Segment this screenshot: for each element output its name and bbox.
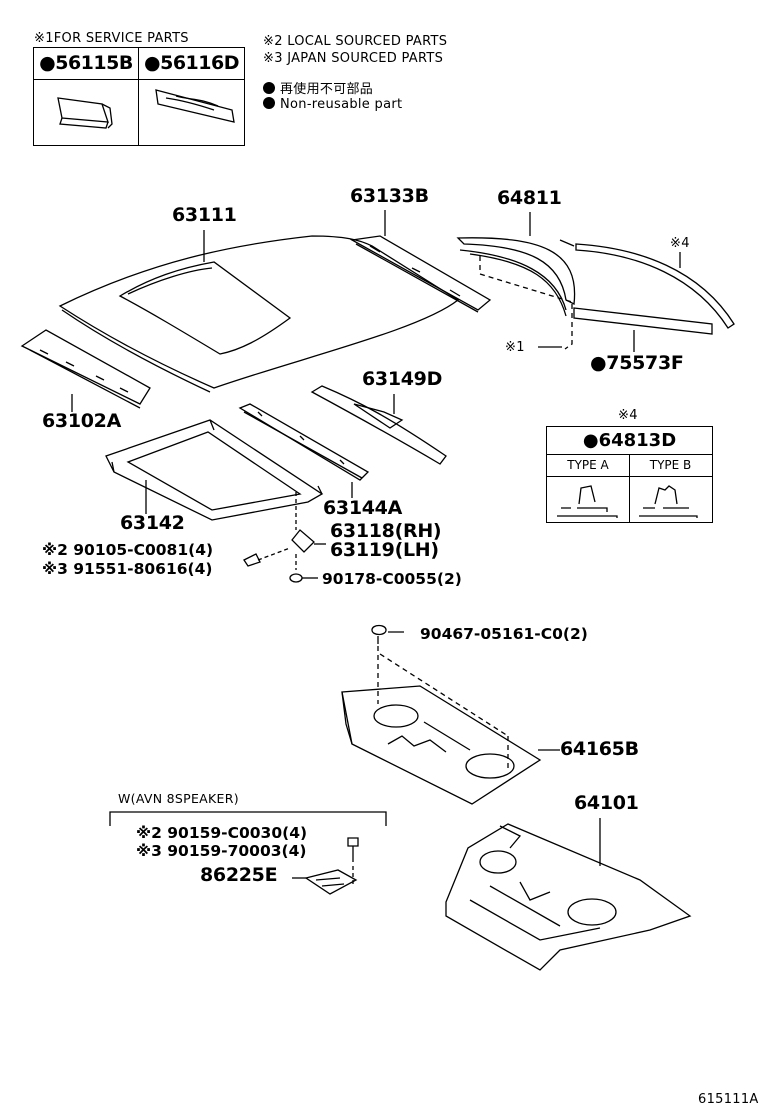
panel-64101-sketch (445, 818, 692, 971)
callout-90105[interactable]: ※2 90105-C0081(4) (42, 541, 214, 559)
service-part-number[interactable]: ●56115B (34, 48, 138, 80)
callout-86225e[interactable]: 86225E (200, 864, 278, 886)
roof-panel-63111-sketch (58, 230, 460, 393)
callout-note1: ※1 (505, 340, 525, 355)
type-a-label: TYPE A (547, 454, 630, 477)
callout-63119[interactable]: 63119(LH) (330, 539, 439, 561)
note-japan-sourced: ※3 JAPAN SOURCED PARTS (263, 51, 444, 66)
note-non-reusable-en: Non-reusable part (263, 97, 402, 112)
service-part-cell: ●56115B (34, 48, 139, 145)
non-reusable-jp-text: 再使用不可部品 (280, 82, 374, 97)
callout-64101[interactable]: 64101 (574, 792, 639, 814)
wavn-bracket-sketch (109, 811, 387, 826)
note-service-parts: ※1FOR SERVICE PARTS (34, 31, 189, 46)
type-table-divider (629, 476, 630, 522)
callout-63142[interactable]: 63142 (120, 512, 185, 534)
part-56115b-sketch (57, 97, 113, 129)
bullet-icon (263, 82, 275, 94)
type-table-part[interactable]: ●64813D (547, 427, 712, 455)
callout-90159-c0030[interactable]: ※2 90159-C0030(4) (136, 824, 308, 842)
rail-63133b-sketch (349, 210, 492, 313)
callout-63149d[interactable]: 63149D (362, 368, 443, 390)
diagram-id: 615111A (698, 1092, 759, 1107)
callout-91551[interactable]: ※3 91551-80616(4) (42, 560, 213, 578)
note-local-sourced: ※2 LOCAL SOURCED PARTS (263, 34, 448, 49)
callout-90159-70003[interactable]: ※3 90159-70003(4) (136, 842, 307, 860)
callout-note4: ※4 (670, 236, 690, 251)
bow-63144a-sketch (238, 403, 370, 498)
note-non-reusable-jp: 再使用不可部品 (263, 78, 373, 97)
bracket-63118-sketch (243, 492, 326, 583)
callout-64165b[interactable]: 64165B (560, 738, 639, 760)
callout-64811[interactable]: 64811 (497, 187, 562, 209)
part-56116d-sketch (155, 89, 235, 123)
callout-75573f[interactable]: ●75573F (590, 352, 684, 374)
wavn-label: W(AVN 8SPEAKER) (118, 791, 239, 806)
callout-63102a[interactable]: 63102A (42, 410, 122, 432)
header-63102a-sketch (20, 329, 151, 412)
sunroof-frame-63142-sketch (105, 419, 324, 521)
type-group-mark: ※4 (618, 408, 638, 423)
service-parts-table: ●56115B ●56116D (33, 47, 245, 146)
rear-molding-64811-sketch (456, 212, 735, 352)
type-b-label: TYPE B (629, 454, 712, 477)
service-part-cell: ●56116D (139, 48, 244, 145)
callout-63133b[interactable]: 63133B (350, 185, 429, 207)
bullet-icon (263, 97, 275, 109)
callout-90467[interactable]: 90467-05161-C0(2) (420, 625, 588, 643)
type-table: ●64813D TYPE A TYPE B (546, 426, 713, 523)
clip-90467-sketch (371, 624, 509, 770)
callout-63118[interactable]: 63118(RH) (330, 520, 442, 542)
bracket-86225e-sketch (292, 837, 359, 895)
non-reusable-en-text: Non-reusable part (280, 97, 403, 112)
type-shapes-icon (557, 485, 698, 518)
bow-63149d-sketch (310, 385, 447, 465)
callout-63144a[interactable]: 63144A (323, 497, 403, 519)
package-tray-64165b-sketch (341, 685, 560, 805)
callout-90178[interactable]: 90178-C0055(2) (322, 570, 462, 588)
callout-63111[interactable]: 63111 (172, 204, 237, 226)
service-part-number[interactable]: ●56116D (139, 48, 244, 80)
